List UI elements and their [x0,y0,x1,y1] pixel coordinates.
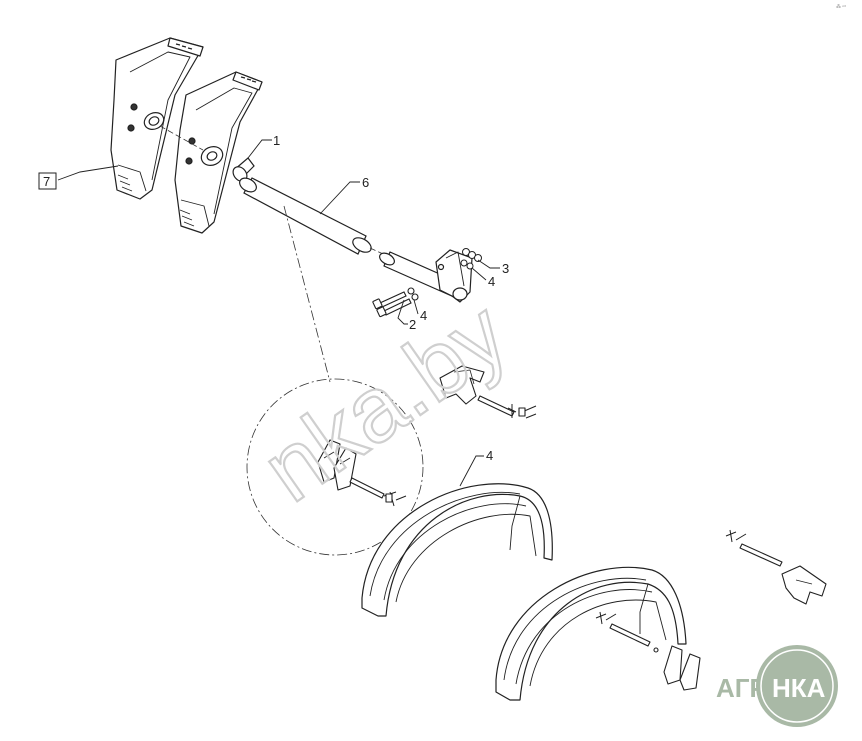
mudguard-upper [361,483,553,617]
callout-3: 3 [502,261,509,276]
mounting-bracket [379,249,473,303]
callout-4-bolts: 4 [420,308,427,323]
end-plate-outer [110,37,204,200]
detail-circle [246,378,424,556]
callout-2: 2 [409,317,416,332]
scraper-assembly-upper [439,365,537,419]
scraper-assembly-bottom [595,611,701,691]
callout-4-mudguard: 4 [486,448,493,463]
callouts [57,139,500,487]
bracket-nuts [460,248,482,270]
callout-4-bracket: 4 [488,274,495,289]
bolts [372,287,419,318]
scraper-assembly-detail [317,439,407,507]
guide-line [283,205,331,383]
callout-1: 1 [273,133,280,148]
bushing [232,157,255,182]
scraper-assembly-right [725,529,827,605]
logo-badge-text: НКА [772,673,826,703]
callout-7-box [38,172,57,190]
end-plate-inner [174,71,263,234]
callout-7: 7 [43,174,50,189]
agro-nka-logo: АГРО НКА [716,645,838,727]
callout-6: 6 [362,175,369,190]
corner-code: ⁂ ⁿᵒ [836,4,846,10]
mudguard-lower [495,566,687,701]
alignment-line-plates [159,125,204,151]
logo-badge-circle [756,645,838,727]
shaft-tube [239,177,372,255]
logo-badge-ring [760,649,834,723]
